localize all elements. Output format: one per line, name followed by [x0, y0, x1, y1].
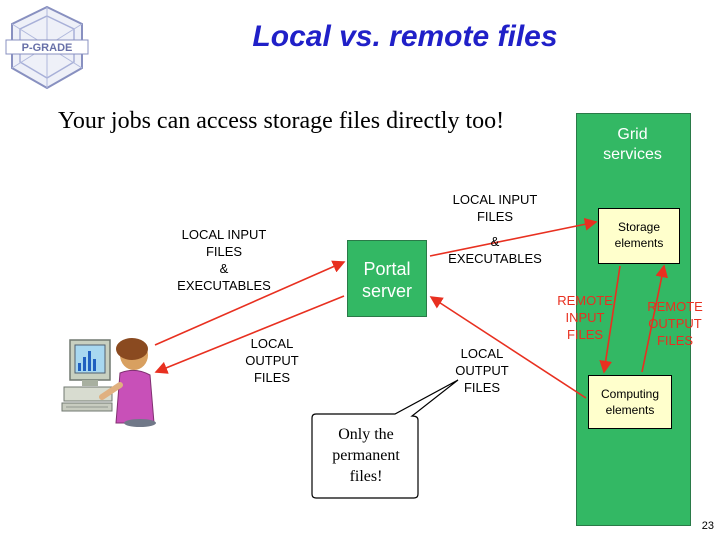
- label-line: FILES: [205, 244, 243, 259]
- user-at-computer-icon: [61, 338, 156, 427]
- remote-input-label: REMOTE INPUT FILES: [546, 292, 624, 343]
- label-line: FILES: [253, 370, 291, 385]
- remote-output-label: REMOTE OUTPUT FILES: [636, 298, 714, 349]
- portal-server-box: Portal server: [347, 240, 427, 317]
- label-line: FILES: [656, 333, 694, 348]
- label-line: REMOTE: [647, 299, 703, 314]
- slide-title: Local vs. remote files: [252, 20, 558, 53]
- arrow-portal-to-storage: [429, 217, 598, 257]
- label-line: FILES: [476, 209, 514, 224]
- label-line: INPUT: [565, 310, 605, 325]
- slide-subtitle: Your jobs can access storage files direc…: [58, 108, 505, 134]
- callout-text: Only the permanent files!: [322, 424, 410, 487]
- label-line: EXECUTABLES: [177, 278, 271, 293]
- label-line: &: [490, 234, 500, 249]
- label-line: &: [219, 261, 229, 276]
- logo-lettering: P-GRADE: [22, 42, 73, 54]
- arrow-user-to-portal: [154, 260, 346, 346]
- arrow-storage-to-compute: [599, 265, 621, 374]
- user-output-label: LOCAL OUTPUT FILES: [232, 335, 312, 386]
- label-line: LOCAL INPUT: [452, 192, 538, 207]
- callout-line: Only the: [338, 426, 394, 443]
- arrow-compute-to-storage: [641, 264, 668, 373]
- grid-services-line: services: [603, 146, 662, 163]
- callout-line: permanent: [332, 447, 400, 464]
- label-line: FILES: [463, 380, 501, 395]
- label-line: LOCAL: [250, 336, 294, 351]
- storage-elements-box: Storage elements: [598, 208, 680, 264]
- computing-elements-line: Computing: [600, 387, 660, 401]
- label-line: OUTPUT: [245, 353, 299, 368]
- label-line: OUTPUT: [455, 363, 509, 378]
- p-grade-logo-icon: P-GRADE: [5, 5, 89, 90]
- portal-server-line: server: [361, 281, 412, 301]
- arrow-compute-to-portal: [429, 296, 587, 399]
- computing-elements-line: elements: [605, 403, 655, 417]
- grid-input-files-label: LOCAL INPUT FILES: [430, 191, 560, 225]
- grid-output-label: LOCAL OUTPUT FILES: [442, 345, 522, 396]
- grid-input-exec-label: & EXECUTABLES: [430, 233, 560, 267]
- label-line: LOCAL: [460, 346, 504, 361]
- grid-services-line: Grid: [617, 126, 648, 143]
- user-input-label: LOCAL INPUT FILES & EXECUTABLES: [168, 226, 280, 294]
- label-line: LOCAL INPUT: [181, 227, 267, 242]
- label-line: REMOTE: [557, 293, 613, 308]
- callout-line: files!: [349, 468, 383, 485]
- storage-elements-line: Storage: [617, 220, 661, 234]
- arrow-portal-to-user: [154, 295, 345, 374]
- computing-elements-box: Computing elements: [588, 375, 672, 429]
- label-line: FILES: [566, 327, 604, 342]
- grid-services-label: Grid services: [576, 125, 689, 165]
- grid-services-panel: [576, 113, 691, 526]
- label-line: OUTPUT: [648, 316, 702, 331]
- storage-elements-line: elements: [614, 236, 664, 250]
- page-number: 23: [701, 520, 714, 532]
- label-line: EXECUTABLES: [448, 251, 542, 266]
- portal-server-line: Portal: [363, 259, 411, 279]
